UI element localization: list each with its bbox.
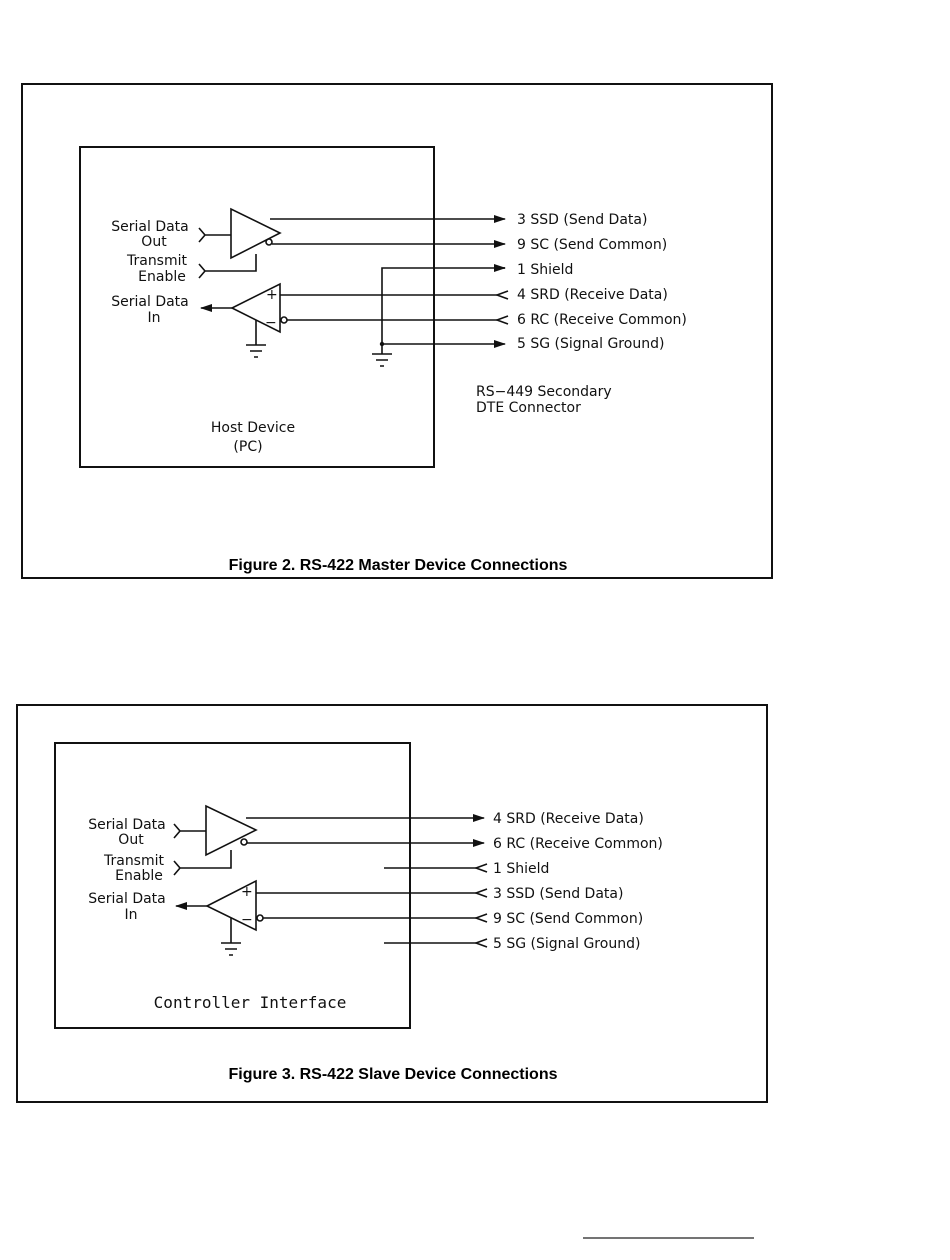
serial-data-out-input [173,823,206,839]
pin-label-rc: 6 RC (Receive Common) [517,312,687,328]
receiver-plus-label: + [241,884,253,900]
transmit-enable-label-1: Transmit [126,253,188,269]
receiver-minus-label: − [265,315,277,331]
serial-data-in-label-2: In [147,310,160,326]
rc-receive-arrow [494,315,509,325]
ssd-receive-arrow [473,888,488,898]
pin-label-srd: 4 SRD (Receive Data) [493,811,644,827]
serial-data-out-label-1: Serial Data [88,817,166,833]
pin-label-rc: 6 RC (Receive Common) [493,836,663,852]
shield-receive-arrow [473,863,488,873]
receiver-minus-label: − [241,912,253,928]
transmit-enable-input [173,850,232,876]
connector-label-1: RS−449 Secondary [476,384,612,400]
pin-label-srd: 4 SRD (Receive Data) [517,287,668,303]
host-device-label-1: Host Device [211,420,295,436]
receiver-ground-icon [246,320,266,358]
serial-data-out-label-2: Out [141,234,167,250]
shield-line [381,267,505,344]
controller-interface-box [54,742,411,1029]
srd-receive-arrow [494,290,509,300]
receiver-plus-label: + [266,287,278,303]
transmit-enable-label-2: Enable [138,269,186,285]
figure-2: Serial Data Out Transmit Enable Serial D… [21,83,773,579]
pin-label-shield: 1 Shield [493,861,549,877]
serial-data-out-label-1: Serial Data [111,219,189,235]
serial-data-out-input [198,227,231,243]
connector-label-2: DTE Connector [476,400,581,416]
sc-receive-arrow [473,913,488,923]
serial-data-in-label-1: Serial Data [88,891,166,907]
host-device-box [79,146,435,468]
transmit-enable-label-2: Enable [115,868,163,884]
transmit-enable-input [198,254,257,279]
figure-3-frame [16,704,768,1103]
receiver-ground-icon [221,918,241,956]
sg-receive-arrow [473,938,488,948]
driver-inverting-bubble [265,238,273,246]
serial-data-in-label-2: In [124,907,137,923]
transmit-enable-label-1: Transmit [103,853,165,869]
serial-data-in-label-1: Serial Data [111,294,189,310]
host-device-label-2: (PC) [233,439,262,455]
receiver-inverting-bubble [280,316,288,324]
figure-2-frame [21,83,773,579]
driver-inverting-bubble [240,838,248,846]
receiver-inverting-bubble [256,914,264,922]
pin-label-sg: 5 SG (Signal Ground) [517,336,664,352]
pin-label-sg: 5 SG (Signal Ground) [493,936,640,952]
pin-label-ssd: 3 SSD (Send Data) [517,212,647,228]
figure-2-caption: Figure 2. RS-422 Master Device Connectio… [229,557,568,574]
figure-3-caption: Figure 3. RS-422 Slave Device Connection… [228,1066,557,1083]
driver-triangle [230,207,282,260]
pin-label-sc: 9 SC (Send Common) [493,911,643,927]
serial-data-out-label-2: Out [118,832,144,848]
driver-triangle [205,804,258,857]
pin-label-sc: 9 SC (Send Common) [517,237,667,253]
figure-3: Serial Data Out Transmit Enable Serial D… [16,704,768,1103]
chassis-ground-icon [372,344,392,367]
pin-label-shield: 1 Shield [517,262,573,278]
pin-label-ssd: 3 SSD (Send Data) [493,886,623,902]
controller-interface-label: Controller Interface [154,993,347,1012]
